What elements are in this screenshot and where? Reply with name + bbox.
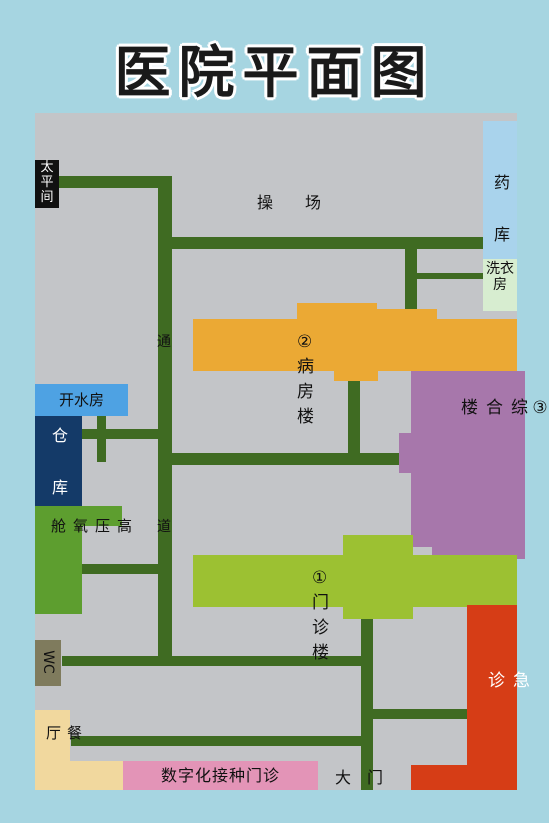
road-warehouse-horizontal — [82, 429, 160, 439]
oxygen-chamber-label: 高压氧舱 — [49, 518, 133, 535]
road-oxygen-horizontal — [82, 564, 160, 574]
laundry-label: 洗衣房 — [486, 261, 514, 293]
playground-label: 操 场 — [257, 193, 322, 212]
warehouse-label: 仓 库 — [49, 427, 68, 505]
main-gate-label: 大 门 — [335, 768, 384, 787]
road-label-top: 通 — [157, 334, 171, 350]
general-building-shape — [399, 433, 413, 473]
wc[interactable]: WC — [35, 640, 61, 686]
oxygen-chamber-shape — [35, 506, 82, 614]
map-title: 医院平面图 — [114, 41, 435, 106]
road-laundry-horizontal — [411, 273, 485, 279]
road-label-bottom: 道 — [157, 519, 171, 535]
boiler-room[interactable]: 开水房 — [35, 384, 128, 416]
outpatient-building-shape — [193, 555, 517, 607]
hospital-map: 太平间 操 场 通 道 药 库 洗衣房 ② 病 房 楼 ③ 综 合 楼 ① 门 … — [35, 113, 549, 821]
road-middle-horizontal — [172, 453, 412, 465]
pharmacy-label: 药 库 — [491, 174, 510, 252]
general-building-shape — [411, 371, 525, 547]
emergency-label: 急 诊 — [484, 671, 529, 821]
outpatient-building-shape — [343, 603, 413, 619]
vaccination-clinic[interactable]: 数字化接种门诊 — [123, 761, 318, 790]
road-emergency-horizontal — [367, 709, 469, 719]
road-ward-vertical — [348, 371, 360, 459]
ward-building-shape — [334, 367, 378, 381]
canteen-label: 餐 厅 — [44, 725, 83, 783]
warehouse[interactable]: 仓 库 — [35, 416, 82, 506]
emergency-shape — [411, 765, 517, 790]
road-outpatient-vertical — [361, 618, 373, 790]
road-main-vertical — [158, 178, 172, 665]
outpatient-label: ① 门 诊 楼 — [312, 568, 330, 663]
pharmacy[interactable]: 药 库 — [483, 121, 517, 259]
road-warehouse-vertical — [97, 416, 106, 462]
morgue-label: 太平间 — [40, 160, 54, 205]
road-canteen-horizontal — [71, 736, 367, 746]
outpatient-building-shape — [343, 535, 413, 557]
ward-building-shape — [193, 319, 517, 371]
emergency-shape — [467, 605, 517, 790]
boiler-room-label: 开水房 — [58, 391, 104, 409]
canteen-shape — [35, 761, 123, 790]
road-top-horizontal — [59, 176, 172, 188]
vaccination-clinic-label: 数字化接种门诊 — [160, 766, 280, 785]
wc-label: WC — [40, 650, 56, 674]
general-label: ③ 综 合 楼 — [457, 398, 549, 424]
road-playground-horizontal — [172, 237, 485, 249]
morgue[interactable]: 太平间 — [35, 160, 59, 208]
laundry[interactable]: 洗衣房 — [483, 259, 517, 311]
road-wc-horizontal — [62, 656, 367, 666]
ward-label: ② 病 房 楼 — [297, 332, 315, 427]
